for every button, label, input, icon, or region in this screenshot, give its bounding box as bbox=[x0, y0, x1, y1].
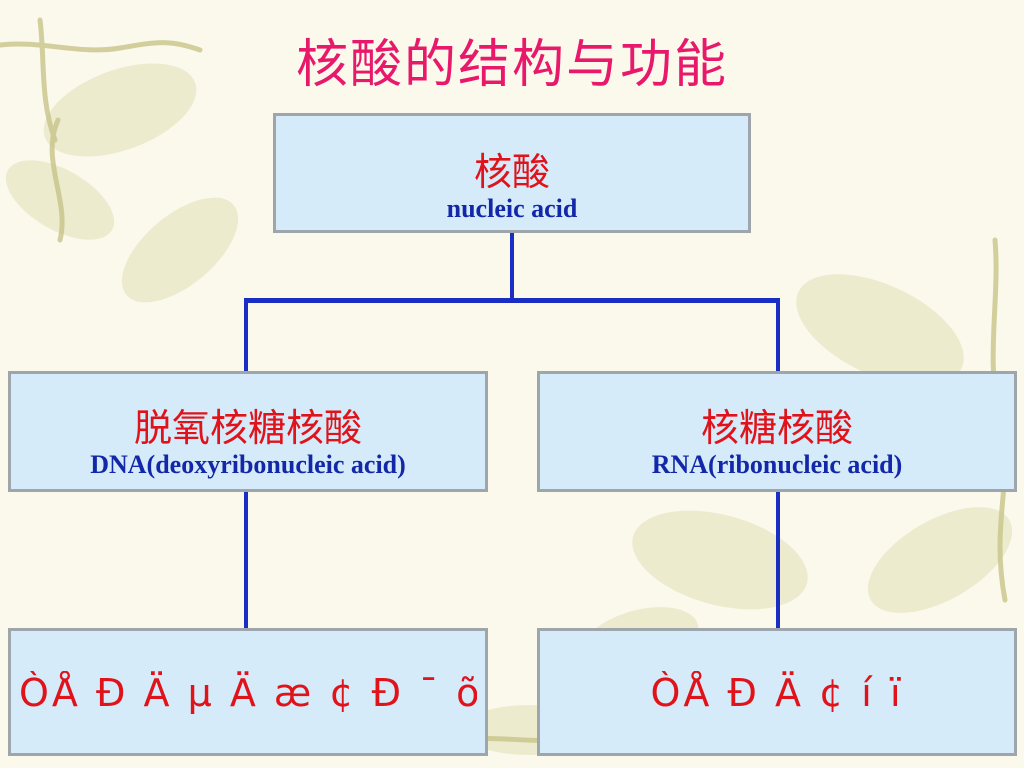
node-rna-detail: ÒÅ Ð Ä ¢ í ï bbox=[537, 628, 1017, 756]
node-dna-detail: ÒÅ Ð Ä µ Ä æ ¢ Ð ¯ õ ß bbox=[8, 628, 488, 756]
node-rna-detail-text: ÒÅ Ð Ä ¢ í ï bbox=[650, 671, 904, 715]
node-nucleic-acid-cn: 核酸 bbox=[473, 150, 550, 194]
node-rna-en: RNA(ribonucleic acid) bbox=[651, 450, 903, 479]
connector-left-detail bbox=[244, 490, 248, 630]
node-dna-en: DNA(deoxyribonucleic acid) bbox=[90, 450, 406, 479]
connector-root-stem bbox=[510, 231, 514, 301]
connector-horizontal bbox=[246, 298, 779, 303]
connector-left-branch bbox=[244, 298, 248, 374]
node-dna-cn: 脱氧核糖核酸 bbox=[133, 406, 362, 450]
node-rna: 核糖核酸 RNA(ribonucleic acid) bbox=[537, 371, 1017, 492]
node-nucleic-acid-en: nucleic acid bbox=[446, 194, 578, 223]
node-rna-cn: 核糖核酸 bbox=[700, 406, 853, 450]
node-nucleic-acid: 核酸 nucleic acid bbox=[273, 113, 751, 233]
connector-right-detail bbox=[776, 490, 780, 630]
page-title: 核酸的结构与功能 bbox=[295, 35, 728, 95]
connector-right-branch bbox=[776, 298, 780, 374]
node-dna: 脱氧核糖核酸 DNA(deoxyribonucleic acid) bbox=[8, 371, 488, 492]
node-dna-detail-text: ÒÅ Ð Ä µ Ä æ ¢ Ð ¯ õ ß bbox=[19, 671, 477, 715]
